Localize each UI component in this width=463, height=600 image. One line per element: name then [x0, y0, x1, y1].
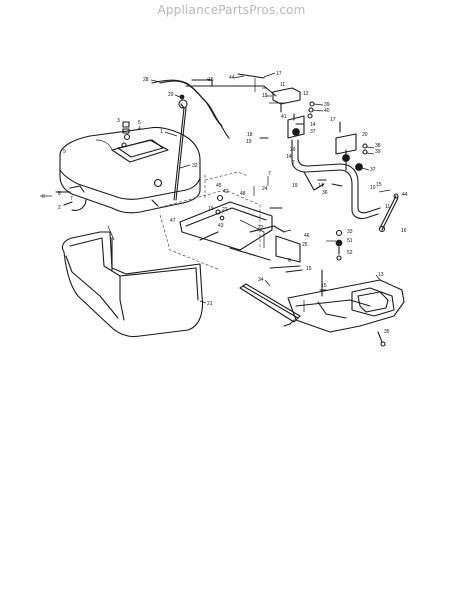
callout-15-frame: 15 [306, 266, 312, 272]
mount-frame-dashed [149, 171, 261, 271]
callout-3: 3 [117, 118, 120, 124]
callout-7-top: 7 [292, 160, 295, 166]
callout-37-b: 37 [370, 167, 376, 173]
callout-44-right: 44 [402, 192, 408, 198]
callout-7-frame: 7 [268, 171, 271, 177]
callout-labels: 28 16 44 17 11 12 15 29 39 40 17 41 14 3… [42, 71, 408, 335]
callout-33: 33 [347, 229, 353, 235]
callout-11-top: 11 [280, 82, 285, 88]
callout-52: 52 [347, 250, 353, 256]
callout-15-chute: 15 [321, 283, 327, 289]
callout-6: 6 [42, 194, 45, 200]
callout-12: 12 [303, 91, 309, 97]
callout-38: 38 [375, 143, 381, 149]
dump-handle [173, 99, 188, 201]
callout-26: 26 [290, 147, 296, 153]
callout-14-b: 14 [286, 154, 292, 160]
callout-18: 18 [247, 132, 253, 138]
callout-36: 36 [322, 190, 328, 196]
callout-44-top: 44 [229, 75, 235, 81]
callout-22-b: 22 [258, 225, 264, 231]
grass-bag [61, 225, 204, 338]
callout-24: 24 [262, 186, 268, 192]
callout-48: 48 [240, 191, 246, 197]
leader-lines [150, 72, 391, 304]
callout-22-a: 22 [222, 207, 228, 213]
callout-37-a: 37 [310, 129, 316, 135]
callout-34: 34 [258, 277, 264, 283]
left-hardware [40, 121, 131, 211]
callout-43: 43 [218, 223, 224, 229]
callout-19-frame: 19 [208, 206, 214, 212]
callout-13: 13 [378, 272, 384, 278]
bracket-upper [269, 87, 301, 113]
callout-17-top: 17 [276, 71, 282, 77]
callout-45: 45 [216, 183, 222, 189]
callout-17-mid: 17 [330, 117, 336, 123]
lift-rod-assembly [151, 73, 277, 139]
bagger-cover [59, 126, 201, 214]
callout-2: 2 [58, 205, 61, 211]
callout-10: 10 [370, 185, 376, 191]
callout-15-top: 15 [262, 93, 268, 99]
callout-47: 47 [170, 218, 176, 224]
callout-14-c: 14 [318, 183, 324, 189]
callout-11-right: 11 [385, 204, 390, 210]
callout-20: 20 [362, 132, 368, 138]
callout-29: 29 [168, 92, 174, 98]
site-watermark: AppliancePartsPros.com [157, 3, 306, 17]
callout-39-b: 39 [375, 149, 381, 155]
callout-46: 46 [304, 233, 310, 239]
callout-9: 9 [63, 149, 66, 155]
callout-39: 39 [324, 102, 330, 108]
callout-35: 35 [384, 329, 390, 335]
callout-15-right: 15 [376, 182, 382, 188]
callout-28: 28 [143, 77, 149, 83]
callout-21: 21 [207, 301, 213, 307]
callout-51: 51 [347, 238, 353, 244]
callout-8: 8 [58, 191, 61, 197]
callout-16-right: 16 [401, 228, 407, 234]
callout-32: 32 [192, 163, 198, 169]
callout-1: 1 [160, 129, 163, 135]
callout-19-mid: 19 [292, 183, 298, 189]
callout-16: 16 [208, 77, 214, 83]
callout-42: 42 [223, 189, 229, 195]
right-bracket-arm [287, 113, 399, 233]
callout-40: 40 [324, 108, 330, 114]
callout-19-top: 19 [246, 139, 252, 145]
callout-41: 41 [281, 114, 287, 120]
callout-7-left: 7 [70, 196, 73, 202]
right-hardware [259, 101, 368, 187]
callout-6-frame: 6 [288, 258, 291, 264]
callout-25: 25 [302, 242, 308, 248]
callout-14-a: 14 [310, 122, 316, 128]
lower-right-hardware [269, 207, 343, 261]
callout-5: 5 [138, 120, 141, 126]
callout-4: 4 [138, 126, 141, 132]
lower-frame [179, 176, 303, 273]
deflector-chute [239, 269, 405, 347]
